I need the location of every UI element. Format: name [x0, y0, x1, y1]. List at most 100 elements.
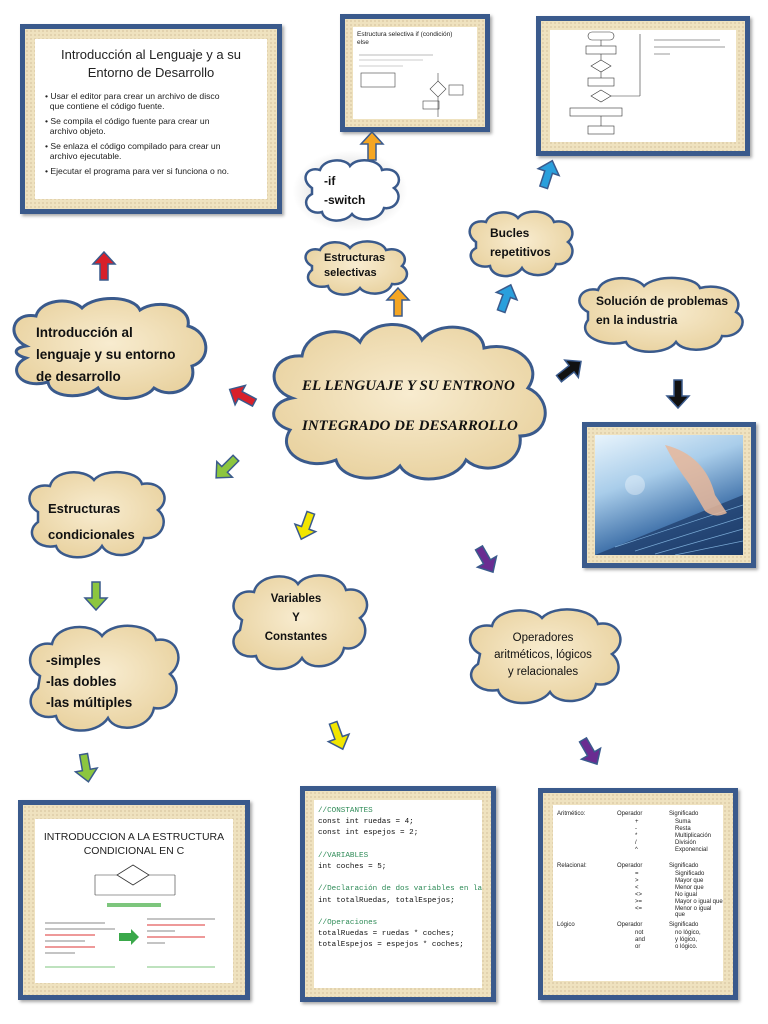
code-line	[318, 840, 482, 851]
bucles-line-1: Bucles	[490, 226, 530, 240]
center-title-line1: EL LENGUAJE Y SU ENTRONO	[302, 378, 515, 394]
condicionales-line-1: Estructuras	[48, 501, 121, 516]
operadores-line-2: aritméticos, lógicos	[494, 649, 592, 661]
intro-line-3: de desarrollo	[36, 369, 121, 384]
slide-selectiva-title-1: Estructura selectiva if (condición)	[357, 31, 453, 38]
variables-line-2: Y	[292, 612, 300, 624]
meaning-col-header: Significado	[669, 863, 699, 869]
arrow-to-laptop-icon	[665, 379, 691, 410]
code-line: const int espejos = 2;	[318, 829, 419, 838]
arrow-to-selectivas-icon	[385, 286, 411, 317]
if-item: -if	[324, 174, 336, 188]
bucles-line-2: repetitivos	[490, 245, 551, 259]
arrow-to-condicionales-icon	[215, 454, 240, 479]
code-panel: //CONSTANTES const int ruedas = 4; const i…	[314, 800, 482, 988]
arrow-to-if-switch-icon	[359, 130, 385, 161]
operator-symbol: -	[635, 826, 637, 832]
solucion-line-2: en la industria	[596, 313, 678, 327]
meaning-col-header: Significado	[669, 922, 699, 928]
bullet-3: • Se enlaza el código compilado para cre…	[45, 141, 221, 161]
operator-row: >Mayor que	[553, 878, 723, 885]
operator-symbol: <>	[635, 892, 643, 898]
operadores-line-1: Operadores	[512, 632, 574, 644]
if-else-flowchart	[359, 54, 464, 117]
operator-meaning: Suma	[675, 819, 691, 825]
cloud-estructuras-condicionales: Estructuras condicionales	[22, 470, 166, 560]
selectivas-line-1: Estructuras	[324, 252, 386, 264]
selectivas-line-2: selectivas	[324, 267, 377, 279]
operator-symbol: <=	[635, 906, 643, 912]
operator-group-name: Lógico	[557, 922, 575, 928]
operator-meaning: no lógico,	[675, 930, 701, 936]
variables-line-1: Variables	[270, 593, 322, 605]
operator-symbol: ^	[635, 847, 638, 853]
operator-symbol: and	[635, 937, 646, 943]
operator-symbol: >=	[635, 899, 643, 905]
operator-meaning: o lógico.	[675, 944, 698, 950]
keyboard-hand-image	[595, 445, 743, 555]
cloud-solucion: Solución de problemas en la industria	[572, 276, 748, 354]
slide-code-card: //CONSTANTES const int ruedas = 4; const i…	[300, 786, 496, 1002]
slide-selectiva-title-2: else	[357, 39, 369, 46]
slide-bucles-card	[536, 16, 750, 156]
slide-condicional-title-1: INTRODUCCION A LA ESTRUCTURA	[43, 831, 225, 843]
operator-meaning: Significado	[675, 871, 705, 877]
operator-meaning: y lógico,	[675, 937, 698, 943]
code-comment-line: //Declaración de dos variables en la mis…	[318, 885, 482, 894]
operator-row: *Multiplicación	[553, 833, 723, 840]
operator-row: >=Mayor o igual que	[553, 899, 723, 906]
operator-group: Lógico Operador Significado not no lógico, an…	[553, 922, 723, 951]
bullet-1: • Usar el editor para crear un archivo d…	[45, 91, 220, 111]
operator-group-name: Aritmético:	[557, 811, 586, 817]
arrow-to-operators-table-icon	[578, 736, 602, 766]
cloud-bucles: Bucles repetitivos	[464, 210, 578, 280]
operator-meaning: Mayor que	[675, 878, 704, 884]
condicional-diagram	[45, 864, 215, 968]
intro-line-1: Introducción al	[36, 325, 133, 340]
tipo-multiples: -las múltiples	[46, 695, 133, 710]
slide-intro-title-2: Entorno de Desarrollo	[87, 65, 215, 80]
operator-row: +Suma	[553, 819, 723, 826]
center-title-line2: INTEGRADO DE DESARROLLO	[302, 418, 518, 434]
arrow-to-bucles-icon	[494, 283, 519, 314]
laptop-photo-card	[582, 422, 756, 568]
meaning-col-header: Significado	[669, 811, 699, 817]
arrow-to-solucion-icon	[555, 359, 582, 383]
slide-condicional: INTRODUCCION A LA ESTRUCTURA CONDICIONAL…	[35, 819, 233, 983]
operator-col-header: Operador	[617, 922, 643, 928]
arrow-to-tipos-icon	[83, 581, 109, 612]
slide-selectiva: Estructura selectiva if (condición) else	[353, 27, 477, 119]
loop-flowchart	[569, 31, 725, 135]
arrow-to-intro-slide-icon	[91, 250, 117, 281]
arrow-to-variables-icon	[293, 510, 318, 541]
operator-row: / División	[553, 840, 723, 847]
operator-symbol: not	[635, 930, 644, 936]
arrow-to-intro-icon	[228, 384, 258, 408]
operator-meaning: Menor o igual que	[675, 906, 712, 918]
operator-group-name: Relacional:	[557, 863, 587, 869]
code-line	[318, 907, 482, 918]
slide-intro-card: Introducción al Lenguaje y a su Entorno …	[20, 24, 282, 214]
code-line: int coches = 5;	[318, 862, 387, 871]
switch-item: -switch	[324, 193, 366, 207]
operator-symbol: =	[635, 871, 639, 877]
operator-row: or o lógico.	[553, 944, 723, 951]
code-line: const int ruedas = 4;	[318, 818, 414, 827]
laptop-photo	[595, 435, 743, 555]
arrow-to-slide-condicional-icon	[73, 752, 99, 783]
operator-meaning: No igual	[675, 892, 698, 898]
operator-symbol: or	[635, 944, 641, 950]
operator-meaning: Exponencial	[675, 847, 708, 853]
code-comment-line: //CONSTANTES	[318, 807, 373, 815]
slide-selectiva-card: Estructura selectiva if (condición) else	[340, 14, 490, 132]
condicionales-line-2: condicionales	[48, 527, 135, 542]
operator-symbol: /	[635, 840, 637, 846]
bullet-4: • Ejecutar el programa para ver si funci…	[45, 166, 230, 176]
operator-meaning: División	[675, 840, 697, 846]
operator-row: = Significado	[553, 871, 723, 878]
tipo-simples: -simples	[46, 653, 101, 668]
slide-condicional-title-2: CONDICIONAL EN C	[83, 845, 185, 857]
slide-condicional-card: INTRODUCCION A LA ESTRUCTURA CONDICIONAL…	[18, 800, 250, 1000]
